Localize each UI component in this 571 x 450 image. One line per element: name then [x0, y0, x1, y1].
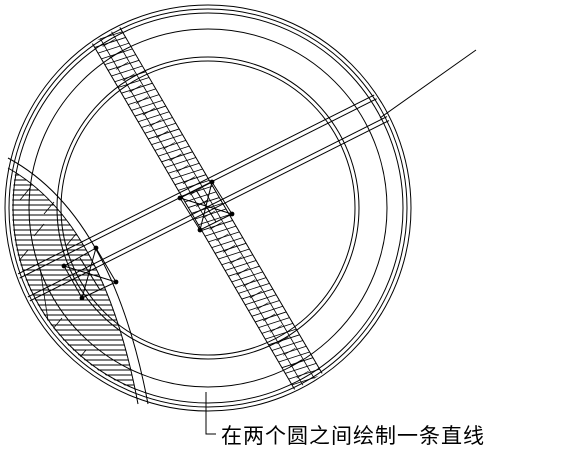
band-slant [96, 28, 108, 35]
band-slant [103, 39, 115, 46]
band-rung [232, 272, 263, 282]
band-rung [272, 341, 303, 351]
band-rung [265, 329, 296, 339]
hatch-tick [18, 250, 28, 262]
diagonal-band [88, 26, 333, 402]
band-slant [116, 62, 128, 69]
hatch-tick [30, 340, 40, 352]
strip-edge-top[interactable] [0, 77, 410, 283]
band-slant [203, 211, 215, 218]
hatch-tick [66, 234, 76, 246]
band-slant [290, 360, 302, 367]
construction-line[interactable] [380, 50, 476, 118]
band-slant [263, 314, 275, 321]
band-rung [152, 135, 183, 145]
band-rung [125, 89, 156, 99]
hatch-tick [20, 188, 30, 200]
band-rung [118, 77, 149, 87]
band-rung [198, 215, 229, 225]
hatch-tick [44, 202, 54, 214]
band-slant [136, 97, 148, 104]
outer-circle-3[interactable] [13, 13, 403, 403]
band-slant [176, 165, 188, 172]
band-slant [170, 154, 182, 161]
band-slant [183, 177, 195, 184]
band-rung [212, 238, 243, 248]
left-box-nodes [61, 245, 119, 301]
band-rung [105, 55, 136, 65]
strip-edge-bottom-2[interactable] [0, 110, 410, 316]
band-slant [123, 74, 135, 81]
band-rung [138, 112, 169, 122]
band-slant [163, 142, 175, 149]
band-slant [109, 51, 121, 58]
band-rung [279, 352, 310, 362]
band-slant [283, 348, 295, 355]
hatch-tick [58, 376, 68, 388]
band-rung [252, 306, 283, 316]
outer-circle-1[interactable] [5, 5, 411, 411]
band-slant [257, 303, 269, 310]
band-rung [285, 363, 316, 373]
middle-circle[interactable] [29, 29, 387, 387]
band-slant [243, 280, 255, 287]
hatch-tick [34, 224, 44, 236]
outer-circle-2[interactable] [9, 9, 407, 407]
band-rung [218, 249, 249, 259]
left-segment-arc-inner[interactable] [8, 168, 138, 404]
band-rung [158, 146, 189, 156]
band-slant [297, 371, 309, 378]
band-slant [210, 222, 222, 229]
band-slant [310, 394, 322, 401]
band-rung [145, 123, 176, 133]
band-slant [156, 131, 168, 138]
band-rung [111, 66, 142, 76]
band-slant [236, 268, 248, 275]
band-rung [172, 169, 203, 179]
band-slant [223, 245, 235, 252]
band-slant [250, 291, 262, 298]
band-rung [98, 43, 129, 53]
band-slant [230, 257, 242, 264]
band-rung [302, 392, 333, 402]
inner-circle-2[interactable] [61, 61, 355, 355]
annotation-text: 在两个圆之间绘制一条直线 [221, 424, 485, 448]
band-rung [165, 158, 196, 168]
strip-end-rung [40, 268, 48, 320]
band-rung [238, 283, 269, 293]
band-rung [131, 100, 162, 110]
hatch-tick [52, 318, 62, 330]
band-rung [245, 295, 276, 305]
band-slant [150, 120, 162, 127]
band-slant [270, 325, 282, 332]
band-slant [277, 337, 289, 344]
band-slant [143, 108, 155, 115]
annotation-leader [205, 392, 216, 435]
band-slant [190, 188, 202, 195]
hatch-tick [76, 350, 86, 362]
band-rung [259, 318, 290, 328]
band-rung [205, 226, 236, 236]
center-box-nodes [177, 179, 235, 233]
band-slant [216, 234, 228, 241]
band-rung [225, 260, 256, 270]
band-slant [196, 200, 208, 207]
band-slant [129, 85, 141, 92]
